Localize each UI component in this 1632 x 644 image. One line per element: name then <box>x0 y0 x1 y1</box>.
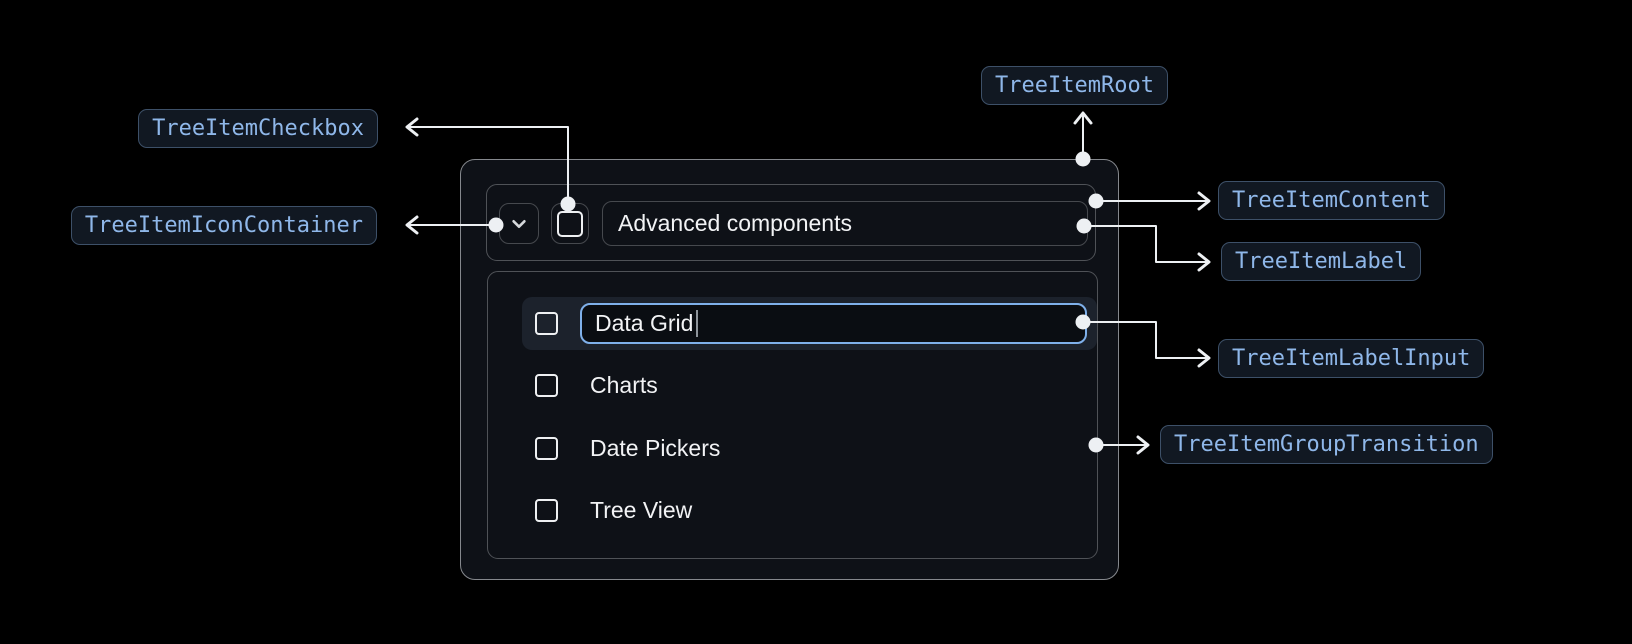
tree-item-row-label: Date Pickers <box>590 434 721 461</box>
tree-item-label: Advanced components <box>602 201 1088 246</box>
badge-tree-item-label: TreeItemLabel <box>1221 242 1422 281</box>
checkbox-unchecked-icon[interactable] <box>535 498 558 522</box>
parent-label-text: Advanced components <box>618 210 852 236</box>
tree-item-row[interactable]: Charts <box>488 369 1097 401</box>
badge-tree-item-label-input: TreeItemLabelInput <box>1218 339 1485 378</box>
tree-item-row[interactable]: Date Pickers <box>488 432 1097 464</box>
tree-item-row-label: Tree View <box>590 496 693 523</box>
badge-tree-item-group-transition: TreeItemGroupTransition <box>1160 425 1493 464</box>
checkbox-unchecked-icon[interactable] <box>535 312 558 335</box>
label-input-value: Data Grid <box>595 310 694 336</box>
checkbox-unchecked-icon <box>557 210 583 237</box>
tree-item-root: Advanced components Data Grid Charts Dat… <box>460 159 1119 580</box>
tree-item-row[interactable]: Tree View <box>488 494 1097 526</box>
checkbox-unchecked-icon[interactable] <box>535 373 558 397</box>
tree-item-row-label: Charts <box>590 371 658 398</box>
chevron-down-icon <box>512 219 526 228</box>
badge-tree-item-checkbox: TreeItemCheckbox <box>138 109 378 148</box>
tree-item-label-input[interactable]: Data Grid <box>580 303 1087 344</box>
badge-tree-item-content: TreeItemContent <box>1218 181 1445 220</box>
checkbox-unchecked-icon[interactable] <box>535 436 558 460</box>
badge-tree-item-icon-container: TreeItemIconContainer <box>70 206 377 245</box>
tree-item-row-editing[interactable]: Data Grid <box>522 297 1097 350</box>
tree-item-checkbox[interactable] <box>551 203 589 244</box>
tree-item-icon-container[interactable] <box>499 203 539 244</box>
badge-tree-item-root: TreeItemRoot <box>981 66 1168 105</box>
tree-item-group-transition: Data Grid Charts Date Pickers Tree View <box>487 271 1098 559</box>
tree-item-content[interactable]: Advanced components <box>486 184 1096 261</box>
text-cursor <box>696 310 699 337</box>
